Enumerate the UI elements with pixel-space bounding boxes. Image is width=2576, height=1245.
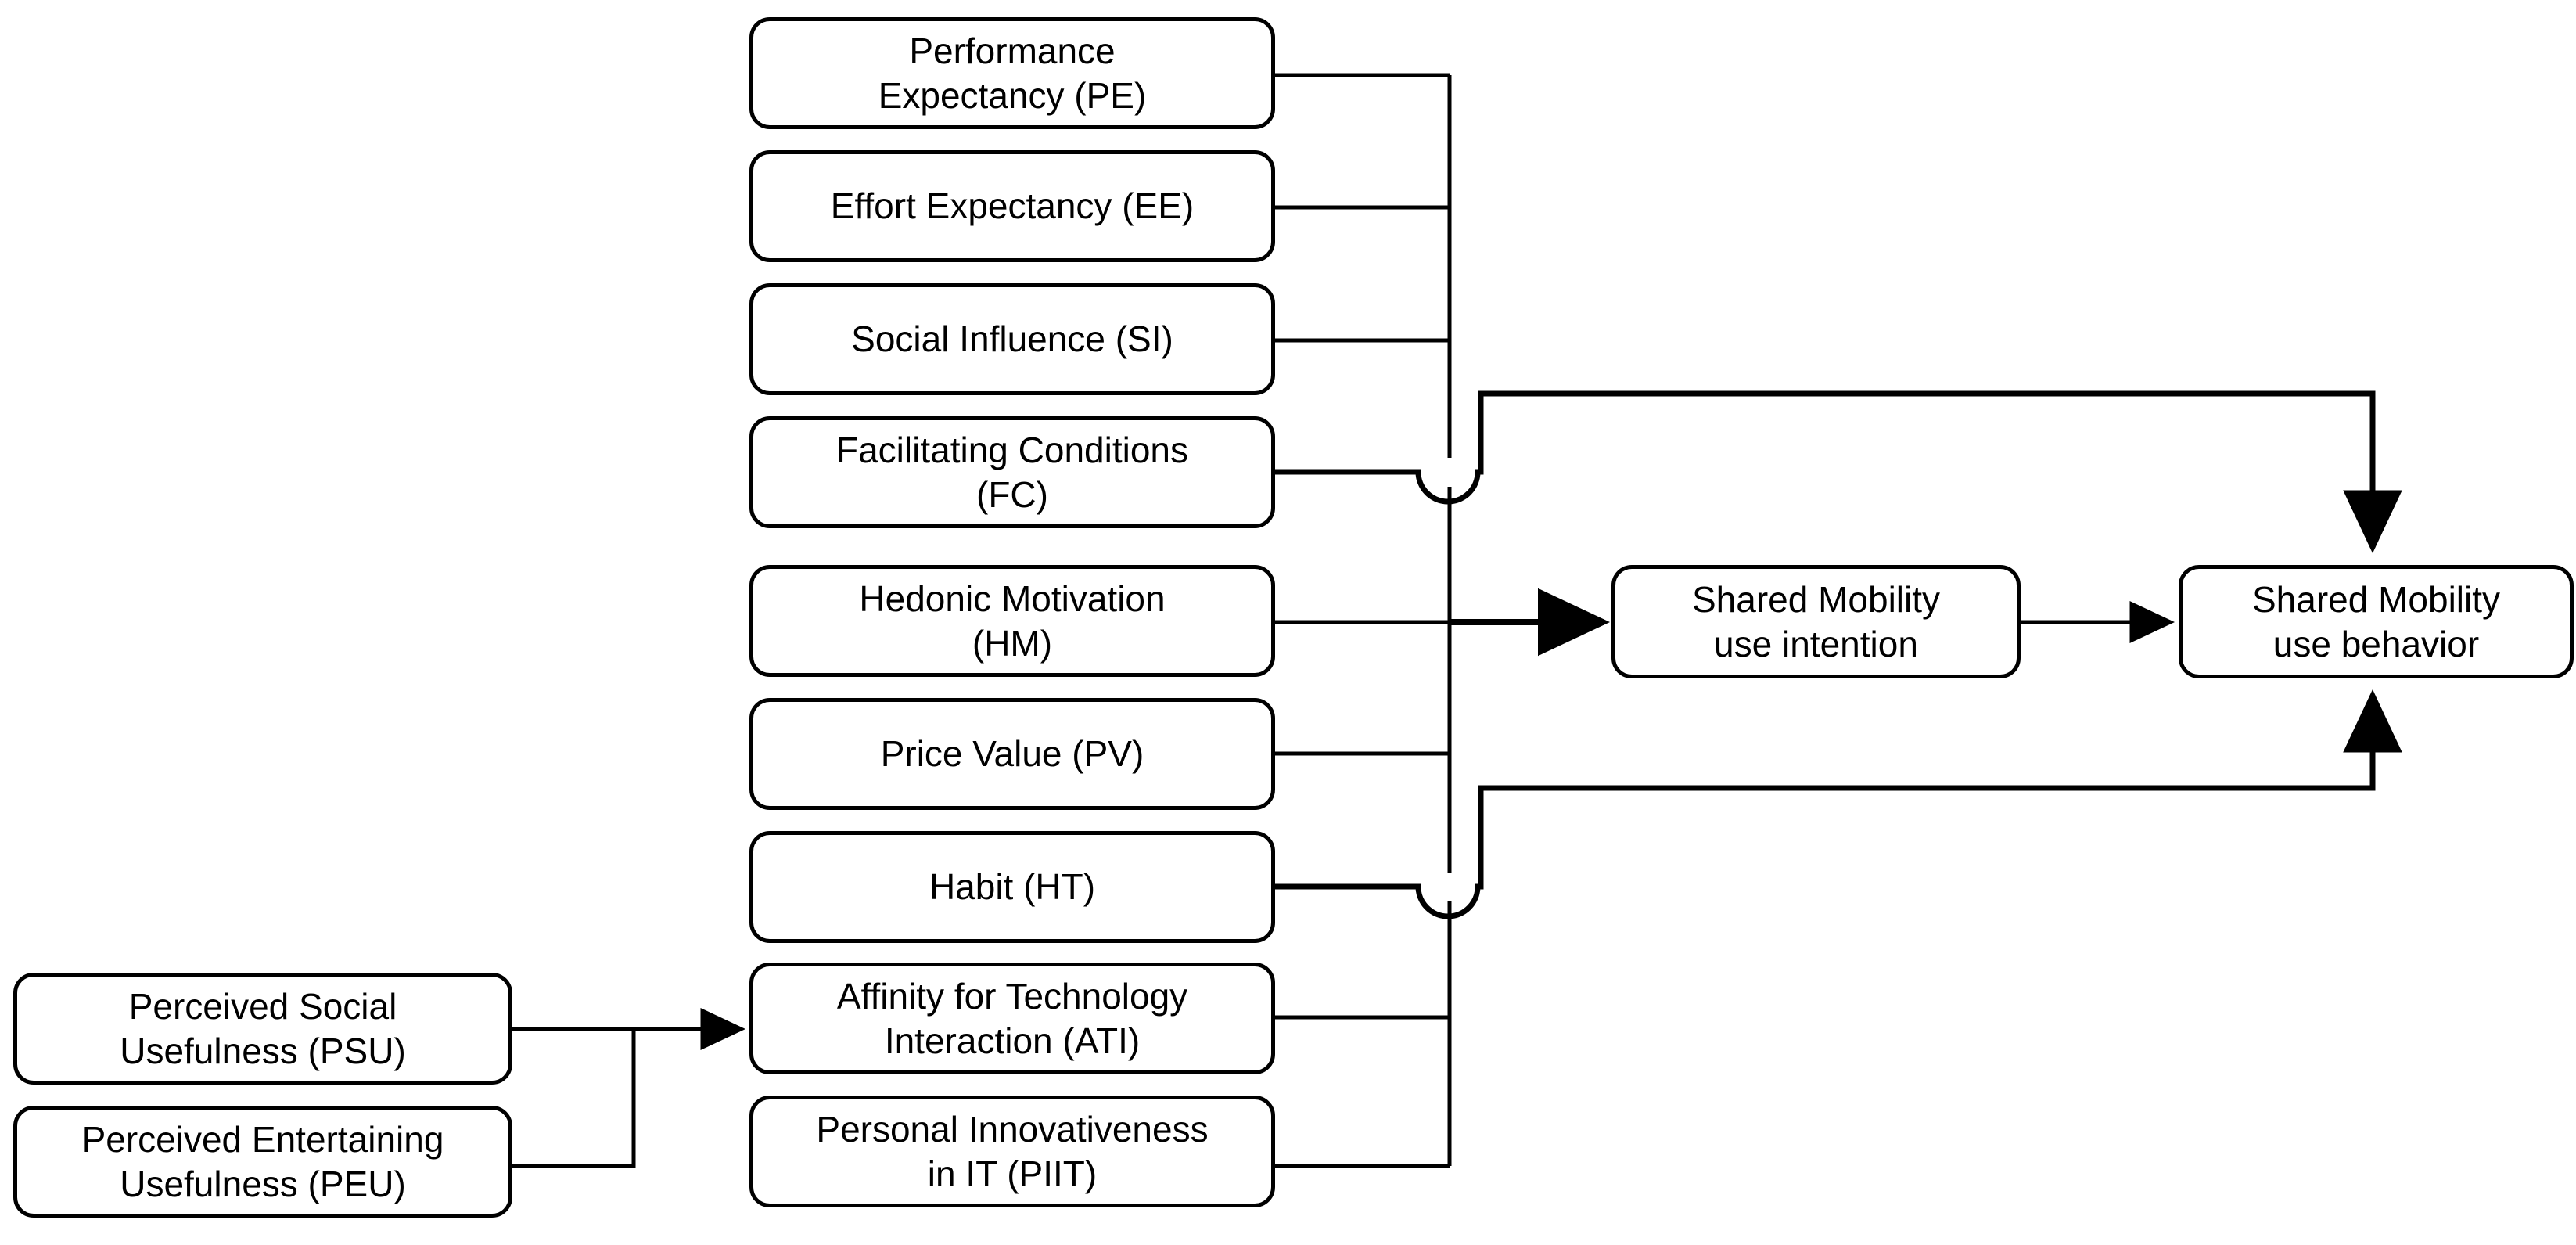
node-shared-mobility-use-intention[interactable]: Shared Mobility use intention <box>1611 565 2021 678</box>
node-personal-innovativeness[interactable]: Personal Innovativeness in IT (PIIT) <box>749 1096 1275 1207</box>
node-performance-expectancy[interactable]: Performance Expectancy (PE) <box>749 17 1275 129</box>
node-hedonic-motivation[interactable]: Hedonic Motivation (HM) <box>749 565 1275 677</box>
edge-psu-ati <box>512 1027 636 1168</box>
node-perceived-social-usefulness[interactable]: Perceived Social Usefulness (PSU) <box>13 973 512 1085</box>
node-facilitating-conditions[interactable]: Facilitating Conditions (FC) <box>749 416 1275 528</box>
node-affinity-technology-interaction[interactable]: Affinity for Technology Interaction (ATI… <box>749 963 1275 1074</box>
node-price-value[interactable]: Price Value (PV) <box>749 698 1275 810</box>
node-effort-expectancy[interactable]: Effort Expectancy (EE) <box>749 150 1275 262</box>
edge-fc-behavior <box>1275 390 2402 553</box>
node-shared-mobility-use-behavior[interactable]: Shared Mobility use behavior <box>2179 565 2574 678</box>
node-habit[interactable]: Habit (HT) <box>749 831 1275 943</box>
node-perceived-entertaining-usefulness[interactable]: Perceived Entertaining Usefulness (PEU) <box>13 1106 512 1218</box>
edge-ht-behavior <box>1275 689 2402 919</box>
node-social-influence[interactable]: Social Influence (SI) <box>749 283 1275 395</box>
